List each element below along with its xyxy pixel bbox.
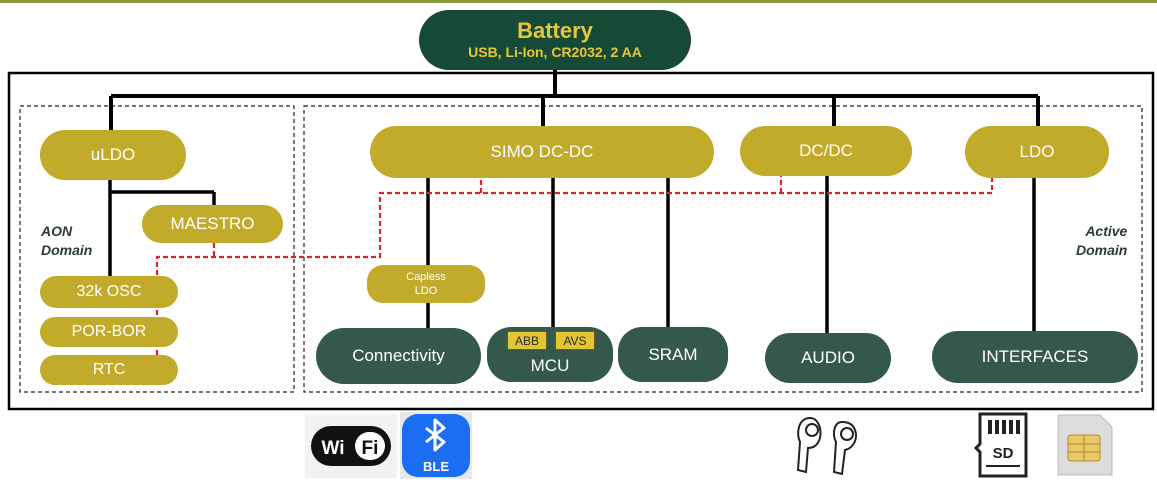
sram-block: SRAM bbox=[618, 327, 728, 382]
aon-domain-box bbox=[19, 105, 295, 393]
maestro-block: MAESTRO bbox=[142, 205, 283, 243]
capless-ldo-block: Capless LDO bbox=[367, 265, 485, 303]
dcdc-block: DC/DC bbox=[740, 126, 912, 176]
uldo-block: uLDO bbox=[40, 130, 186, 180]
osc-block: 32k OSC bbox=[40, 276, 178, 308]
active-domain-label: Active Domain bbox=[1076, 222, 1127, 260]
wifi-text-fi: Fi bbox=[362, 438, 379, 459]
avs-chip: AVS bbox=[555, 331, 595, 350]
system-frame bbox=[7, 71, 1155, 411]
wifi-icon: Wi Fi bbox=[305, 414, 397, 478]
earbuds-icon bbox=[788, 412, 868, 478]
active-domain-box bbox=[303, 105, 1143, 393]
wifi-text-wi: Wi bbox=[321, 438, 344, 459]
ble-label: BLE bbox=[423, 459, 449, 474]
mcu-label: MCU bbox=[530, 356, 570, 375]
capless-ldo-line1: Capless bbox=[406, 271, 446, 283]
active-domain-label-line1: Active bbox=[1085, 223, 1128, 239]
capless-ldo-line2: LDO bbox=[414, 285, 438, 297]
top-border-line bbox=[0, 0, 1157, 3]
aon-domain-label-line2: Domain bbox=[41, 242, 93, 258]
control-line bbox=[155, 178, 994, 355]
active-domain-label-line2: Domain bbox=[1076, 242, 1128, 258]
aon-domain-label-line1: AON bbox=[41, 223, 73, 239]
battery-node: Battery USB, Li-Ion, CR2032, 2 AA bbox=[419, 10, 691, 70]
por-bor-block: POR-BOR bbox=[40, 317, 178, 347]
battery-title: Battery bbox=[517, 18, 593, 43]
audio-block: AUDIO bbox=[765, 333, 891, 383]
interfaces-block: INTERFACES bbox=[932, 331, 1138, 383]
abb-chip: ABB bbox=[507, 331, 547, 350]
bluetooth-icon: BLE bbox=[400, 412, 472, 479]
battery-subtitle: USB, Li-Ion, CR2032, 2 AA bbox=[468, 44, 642, 60]
sd-label: SD bbox=[993, 445, 1014, 462]
connectivity-block: Connectivity bbox=[316, 328, 481, 384]
sim-card-icon bbox=[1056, 413, 1114, 477]
aon-domain-label: AON Domain bbox=[41, 222, 92, 260]
simo-dcdc-block: SIMO DC-DC bbox=[370, 126, 714, 178]
sd-card-icon: SD bbox=[972, 412, 1034, 478]
rtc-block: RTC bbox=[40, 355, 178, 385]
ldo-block: LDO bbox=[965, 126, 1109, 178]
